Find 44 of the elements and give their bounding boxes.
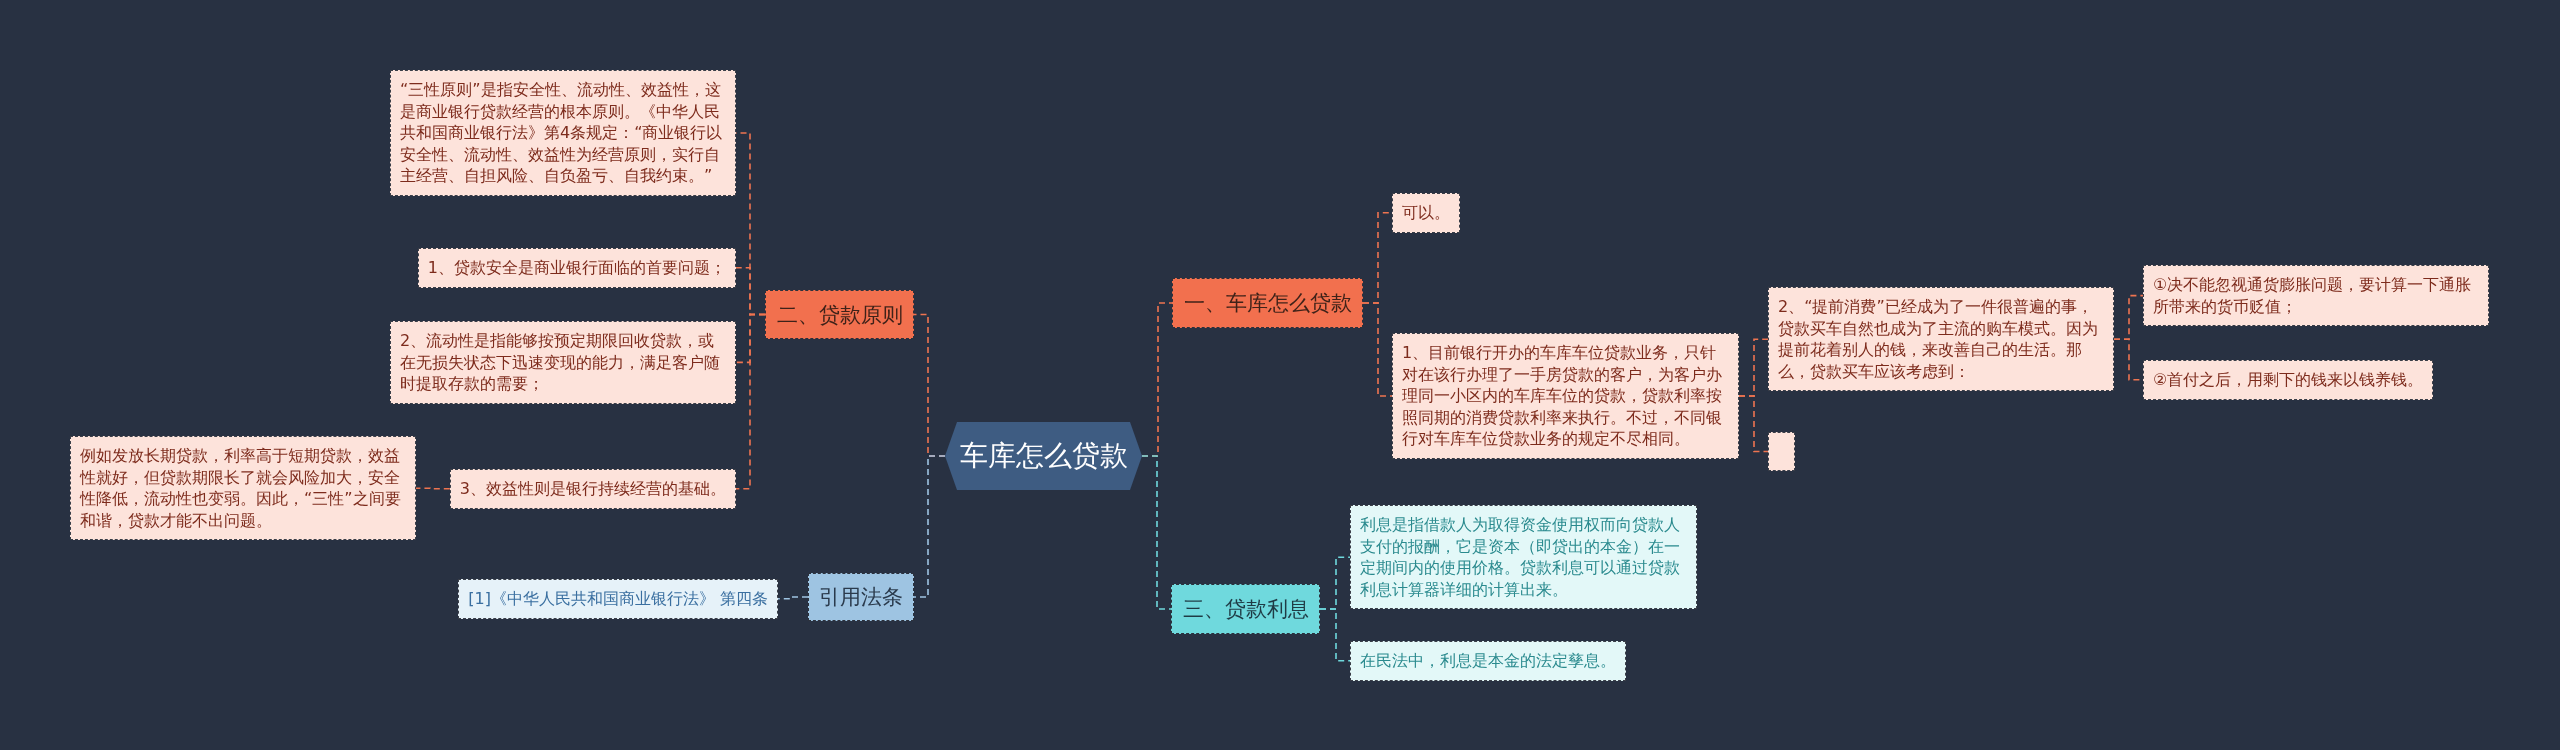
note-card [390,70,736,196]
note-text: 可以。 [1402,202,1450,224]
branch-topic-card [765,290,914,339]
connector-line [1141,455,1172,610]
connector-line [735,313,766,490]
note-card [2143,265,2489,327]
note-text: ①决不能忽视通货膨胀问题，要计算一下通胀所带来的货币贬值； [2153,274,2473,318]
note-text: ②首付之后，用剩下的钱来以钱养钱。 [2153,369,2424,391]
branch-topic-text: 二、贷款原则 [776,301,903,328]
branch-topic-card [808,573,914,621]
note-text: 1、贷款安全是商业银行面临的首要问题； [427,257,726,279]
note-card [458,579,778,619]
branch-topic-card [1171,584,1320,634]
note-card [1392,193,1460,233]
note-text: 2、“提前消费”已经成为了一件很普遍的事，贷款买车自然也成为了主流的购车模式。因为提前花着别人的钱，来改善自己的生活。那么，贷款买车应该考虑到： [1778,296,2099,383]
note-text: 2、流动性是指能够按预定期限回收贷款，或在无损失状态下迅速变现的能力，满足客户随时提取存款的需要； [400,330,721,395]
note-card [1392,333,1739,459]
note-text: 在民法中，利息是本金的法定孳息。 [1360,650,1616,672]
note-text: 1、目前银行开办的车库车位贷款业务，只针对在该行办理了一手房贷款的客户，为客户办理同一小区内的车库车位的贷款，贷款利率按照同期的消费贷款利率来执行。不过，不同银行对车库车位贷款业务的规定不尽相同。 [1402,342,1723,450]
note-card [390,321,736,404]
connector-line [1362,302,1393,397]
branch-topic-card [1172,278,1363,328]
note-text: [1]《中华人民共和国商业银行法》 第四条 [468,588,768,610]
connector-line [415,487,451,490]
note-card [1768,287,2114,392]
blank-note-card [1768,432,1795,471]
branch-topic-text: 一、车库怎么贷款 [1183,290,1352,316]
branch-topic-text: 引用法条 [819,584,903,610]
note-text: 例如发放长期贷款，利率高于短期贷款，效益性就好，但贷款期限长了就会风险加大，安全性降低，流动性也变弱。因此，“三性”之间要和谐，贷款才能不出问题。 [80,445,402,532]
note-text: 利息是指借款人为取得资金使用权而向贷款人支付的报酬，它是资本（即贷出的本金）在一定期间内的使用价格。贷款利息可以通过贷款利息计算器详细的计算出来。 [1360,514,1681,601]
connector-line [913,455,946,598]
note-card [1350,505,1697,610]
branch-topic-text: 三、贷款利息 [1182,596,1309,622]
note-card [2143,360,2434,400]
connector-line [777,596,809,600]
central-topic-text: 车库怎么贷款 [959,439,1128,473]
connector-line [1319,608,1351,662]
note-card [449,469,736,509]
connector-line [1738,395,1769,453]
note-card [1350,641,1626,681]
note-card [417,248,736,288]
note-card [70,436,416,541]
note-text: 3、效益性则是银行持续经营的基础。 [459,478,726,500]
note-text: “三性原则”是指安全性、流动性、效益性，这是商业银行贷款经营的根本原则。《中华人民共和国商业银行法》第4条规定：“商业银行以安全性、流动性、效益性为经营原则，实行自主经营、自担风险、自负盈亏、自我约束。” [400,79,724,187]
